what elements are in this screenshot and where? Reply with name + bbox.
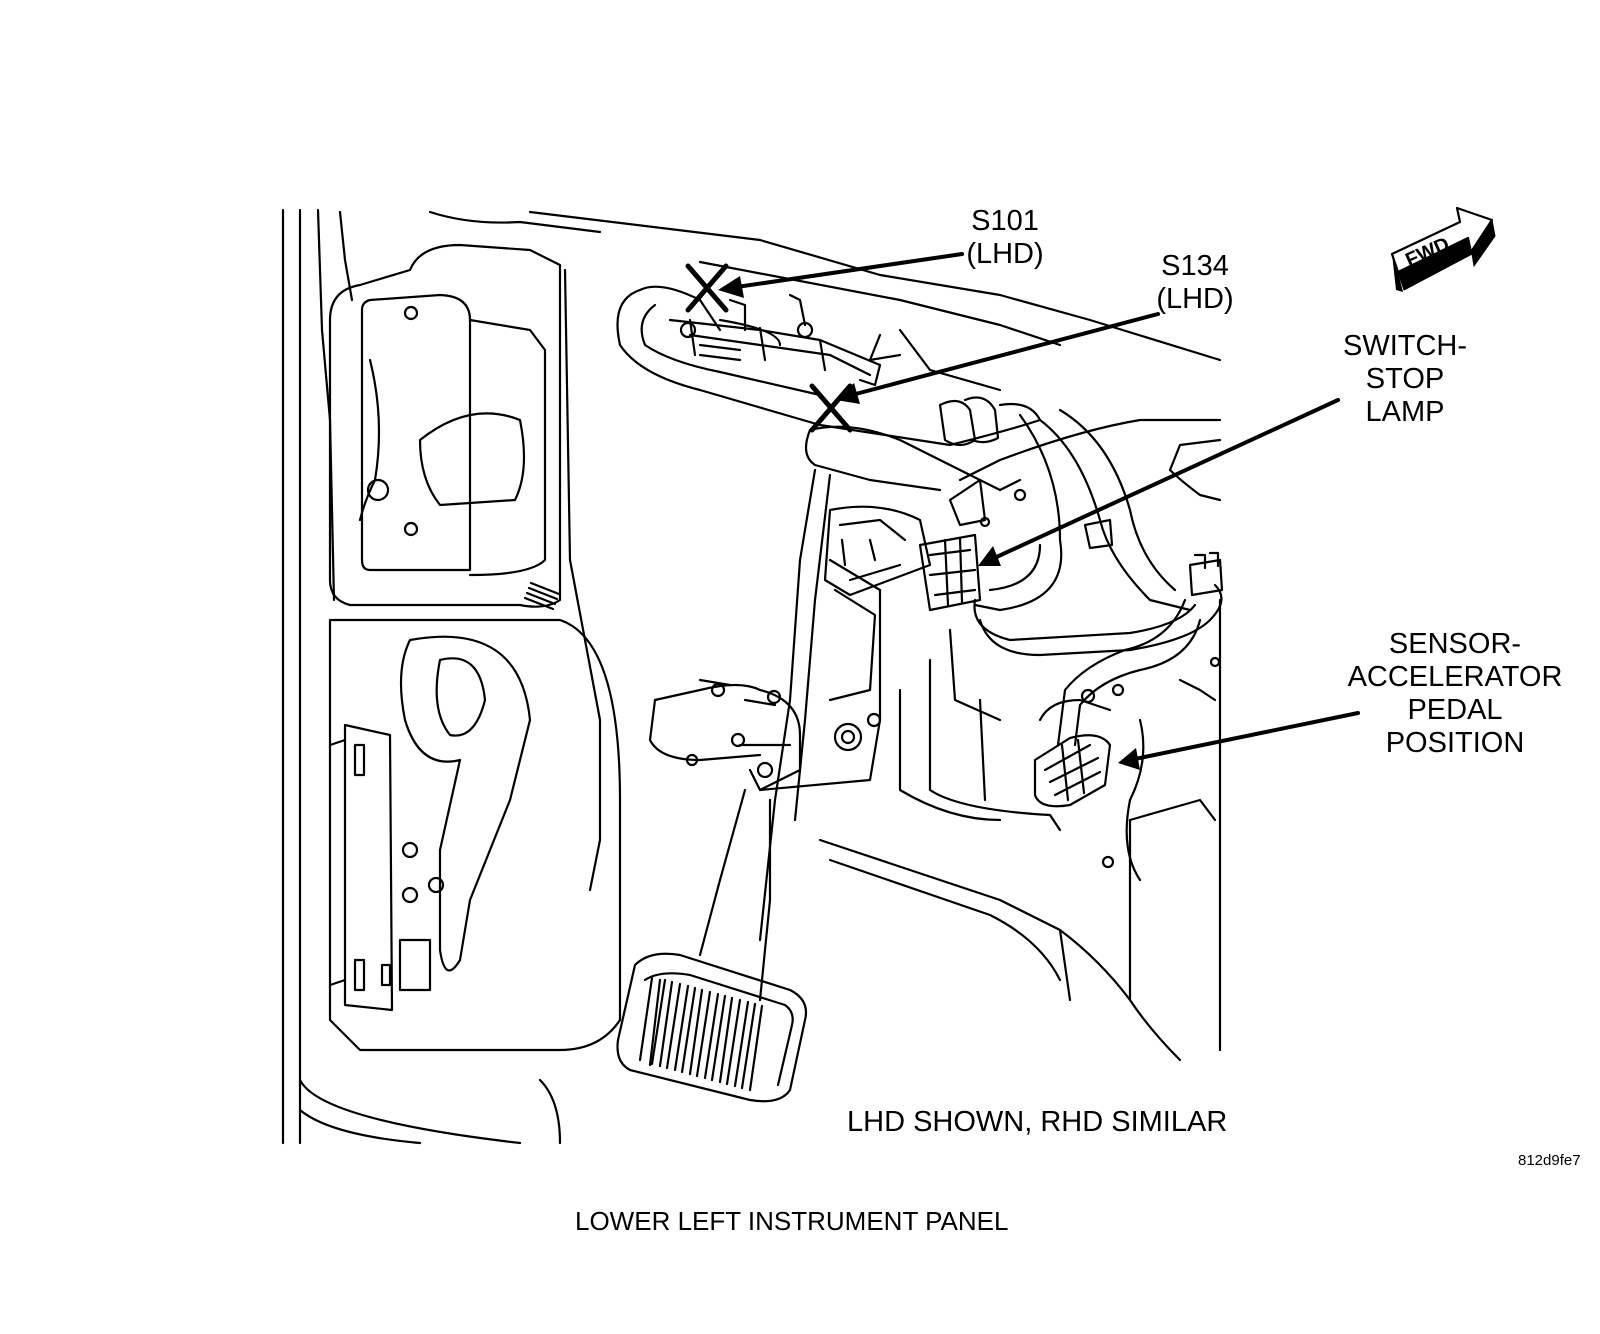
callout-s134-line1: S134 [1161, 250, 1229, 282]
callout-app-sensor-line4: POSITION [1385, 727, 1525, 759]
callout-stop-lamp-switch-line1: SWITCH- [1342, 330, 1468, 362]
callout-app-sensor-line3: PEDAL [1407, 694, 1503, 726]
callout-s134: S134 (LHD) [1140, 250, 1250, 316]
splice-bracket [668, 293, 882, 387]
callout-app-sensor-line2: ACCELERATOR [1347, 661, 1563, 693]
callout-stop-lamp-switch-line2: STOP [1365, 363, 1445, 395]
brake-pedal [616, 788, 808, 1103]
callout-stop-lamp-switch-line3: LAMP [1365, 396, 1445, 428]
stop-lamp-switch [918, 478, 1027, 612]
footwell [818, 628, 1182, 1062]
pedal-bracket [648, 468, 932, 942]
figure-id: 812d9fe7 [1518, 1152, 1581, 1169]
forward-arrow-icon: FWD [1390, 206, 1496, 292]
dash-upper [428, 210, 1222, 892]
callout-app-sensor: SENSOR- ACCELERATOR PEDAL POSITION [1340, 628, 1570, 760]
callout-stop-lamp-switch: SWITCH- STOP LAMP [1330, 330, 1480, 429]
kick-panel-lower [328, 618, 622, 1052]
x-marker-icon [809, 383, 853, 433]
accelerator-pedal-position-sensor [1033, 683, 1125, 808]
callout-s101: S101 (LHD) [950, 205, 1060, 271]
stud [523, 581, 561, 611]
x-marker-icon [685, 263, 729, 313]
door-pillar [281, 208, 562, 1145]
callout-app-sensor-line1: SENSOR- [1388, 628, 1522, 660]
callout-s134-line2: (LHD) [1156, 283, 1234, 315]
note-text: LHD SHOWN, RHD SIMILAR [847, 1106, 1228, 1138]
pointer-arrows [728, 252, 1360, 762]
figure-title: LOWER LEFT INSTRUMENT PANEL [575, 1206, 1009, 1236]
dash-cover [804, 418, 1222, 1052]
callout-s101-line1: S101 [971, 205, 1039, 237]
kick-panel-upper [328, 243, 562, 608]
callout-s101-line2: (LHD) [966, 238, 1044, 270]
